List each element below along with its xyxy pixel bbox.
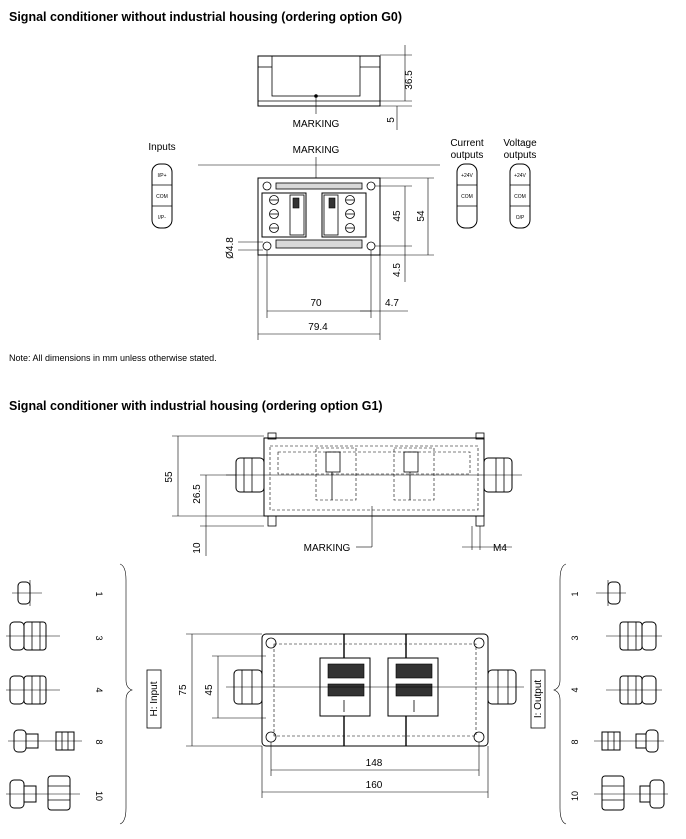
dim-pitch-h-label: 70 — [310, 298, 322, 309]
g1-dim-center: 26.5 — [192, 484, 203, 504]
voltage-outputs-label-1: Voltage — [503, 138, 537, 149]
right-option-10: 10 — [570, 791, 580, 801]
input-pin-1: I/P+ — [157, 173, 166, 179]
dim-total-width-label: 79.4 — [308, 322, 328, 333]
left-option-4: 4 — [94, 687, 104, 692]
g1-dim-pitch-v: 45 — [204, 684, 215, 696]
voltage-output-pin-1: +24V — [514, 173, 526, 179]
dim-edge-label: 4.7 — [385, 298, 399, 309]
output-label: I: Output — [533, 680, 544, 719]
voltage-outputs-label-2: outputs — [504, 150, 537, 161]
dimension-note: Note: All dimensions in mm unless otherw… — [9, 353, 217, 363]
current-outputs-pin-strip: Current outputs +24V COM — [450, 138, 484, 229]
g1-dim-pitch-h: 148 — [366, 758, 383, 769]
left-option-10: 10 — [94, 791, 104, 801]
right-option-4: 4 — [570, 687, 580, 692]
output-label-box — [530, 669, 546, 729]
section-title-g0: Signal conditioner without industrial ho… — [9, 10, 403, 24]
right-option-8: 8 — [570, 739, 580, 744]
inputs-label: Inputs — [148, 142, 175, 153]
g1-top-view: 75 45 148 160 — [178, 633, 524, 798]
left-gland-options — [6, 580, 82, 811]
current-outputs-label-1: Current — [450, 138, 484, 149]
g1-dim-total-width: 160 — [366, 780, 383, 791]
dim-pitch-v-label: 45 — [392, 210, 403, 222]
voltage-output-pin-3: O/P — [516, 215, 525, 221]
section-title-g1: Signal conditioner with industrial housi… — [9, 399, 383, 413]
right-gland-options — [594, 580, 668, 811]
input-label: H: Input — [149, 681, 160, 716]
left-brace — [119, 563, 133, 825]
current-outputs-label-2: outputs — [451, 150, 484, 161]
g1-dim-thread: M4 — [493, 543, 507, 554]
dim-base-label: 5 — [386, 117, 397, 123]
input-label-box — [146, 669, 162, 729]
g0-side-view: MARKING 36.5 5 — [257, 45, 415, 130]
dim-offset-label: 4.5 — [392, 263, 403, 277]
g0-front-view: MARKING 45 5 — [198, 145, 440, 340]
current-output-pin-2: COM — [461, 194, 473, 200]
current-output-pin-1: +24V — [461, 173, 473, 179]
marking-label-top: MARKING — [293, 119, 340, 130]
marking-label-front: MARKING — [293, 145, 340, 156]
right-option-3: 3 — [570, 635, 580, 640]
g1-marking-label: MARKING — [304, 543, 351, 554]
voltage-outputs-pin-strip: Voltage outputs +24V COM O/P — [503, 138, 537, 229]
dim-hole-dia-label: Ø4.8 — [225, 237, 236, 259]
g1-dim-height: 55 — [164, 471, 175, 483]
dim-total-height-label: 54 — [416, 210, 427, 222]
inputs-pin-strip: Inputs I/P+ COM I/P- — [148, 142, 176, 229]
dim-height-label: 36.5 — [404, 70, 415, 90]
voltage-output-pin-2: COM — [514, 194, 526, 200]
input-pin-2: COM — [156, 194, 168, 200]
right-brace — [553, 563, 567, 825]
left-option-8: 8 — [94, 739, 104, 744]
left-option-1: 1 — [94, 591, 104, 596]
left-option-3: 3 — [94, 635, 104, 640]
g1-dim-foot: 10 — [192, 542, 203, 554]
g1-side-view: MARKING 55 26.5 10 M4 — [164, 432, 522, 556]
right-option-1: 1 — [570, 591, 580, 596]
input-pin-3: I/P- — [158, 215, 166, 221]
g1-dim-depth: 75 — [178, 684, 189, 696]
